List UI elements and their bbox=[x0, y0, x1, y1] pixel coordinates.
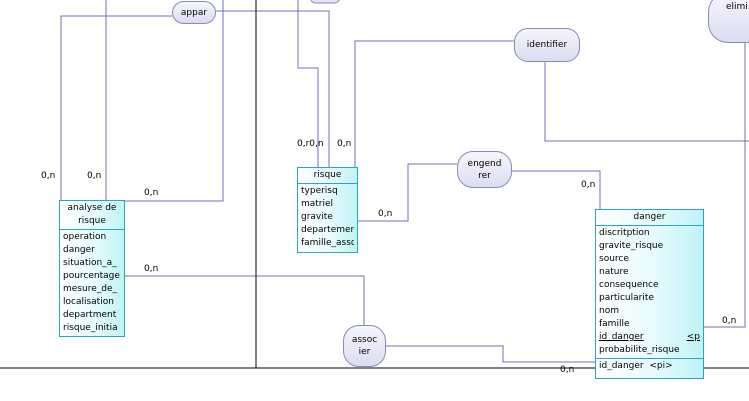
attribute: gravite bbox=[301, 212, 333, 222]
link-associer-analyse bbox=[124, 275, 365, 325]
association-engendrer-label: engend rer bbox=[467, 158, 502, 181]
attribute: typerisq bbox=[301, 186, 338, 196]
link-danger-right bbox=[703, 0, 746, 328]
link-engendrer-risque bbox=[357, 163, 457, 222]
association-associer-label: assoc ier bbox=[351, 335, 378, 357]
link-associer-danger bbox=[384, 345, 596, 363]
attribute: operation bbox=[63, 232, 107, 242]
association-elim[interactable]: elimi bbox=[708, 0, 749, 43]
entity-risque-attributes: typerisq matriel gravite departemer fami… bbox=[298, 184, 357, 251]
cardinality-label: 0,n bbox=[722, 316, 737, 326]
cardinality-label: 0,n bbox=[144, 264, 159, 274]
attribute: probabilite_risque bbox=[599, 345, 680, 355]
attribute: localisation bbox=[63, 297, 114, 307]
attribute: famille bbox=[599, 319, 630, 329]
attribute: departemer bbox=[301, 225, 354, 235]
entity-danger-title: danger bbox=[596, 210, 703, 226]
attribute: situation_a_ bbox=[63, 258, 117, 268]
entity-risque-title: risque bbox=[298, 168, 357, 184]
cardinality-label: 0,n bbox=[560, 365, 575, 375]
cardinality-label: 0,n bbox=[581, 180, 596, 190]
primary-key-name: id_danger bbox=[599, 332, 644, 342]
association-identifier[interactable]: identifier bbox=[514, 28, 580, 62]
attribute: mesure_de_ bbox=[63, 284, 117, 294]
attribute: pourcentage bbox=[63, 271, 120, 281]
attribute: source bbox=[599, 254, 629, 264]
cardinality-label: 0,n bbox=[378, 209, 393, 219]
attribute: gravite_risque bbox=[599, 241, 664, 251]
identifier-separator bbox=[596, 358, 703, 359]
primary-key-tag: <p bbox=[686, 332, 700, 342]
attribute: nom bbox=[599, 306, 619, 316]
primary-key-attribute: id_danger <p bbox=[599, 331, 700, 344]
association-appar-label: appar bbox=[180, 7, 208, 18]
cardinality-label: 0,n bbox=[87, 171, 102, 181]
entity-danger-identifiers: id_danger <pi> bbox=[596, 359, 703, 374]
link-identifier-right bbox=[544, 60, 749, 142]
cardinality-label: 0,r0,n bbox=[297, 139, 324, 149]
link-appar-analyse-right bbox=[124, 0, 224, 202]
entity-analyse-attributes: operation danger situation_a_ pourcentag… bbox=[60, 230, 124, 336]
partial-top-association bbox=[310, 0, 340, 4]
attribute: consequence bbox=[599, 280, 659, 290]
link-identifier-risque bbox=[354, 40, 515, 167]
link-appar-risque bbox=[215, 10, 330, 167]
association-associer[interactable]: assoc ier bbox=[343, 325, 386, 367]
attribute: risque_initia bbox=[63, 323, 118, 333]
entity-analyse-title: analyse de risque bbox=[60, 201, 124, 230]
association-identifier-label: identifier bbox=[526, 40, 568, 50]
link-appar-analyse-left bbox=[60, 15, 172, 200]
cardinality-label: 0,n bbox=[337, 139, 352, 149]
attribute: famille_asso bbox=[301, 238, 354, 248]
link-engendrer-danger bbox=[512, 170, 601, 210]
entity-danger-attributes: discritption gravite_risque source natur… bbox=[596, 226, 703, 358]
attribute: department bbox=[63, 310, 117, 320]
cardinality-label: 0,n bbox=[144, 188, 159, 198]
association-appar[interactable]: appar bbox=[172, 1, 216, 24]
attribute: nature bbox=[599, 267, 629, 277]
entity-danger[interactable]: danger discritption gravite_risque sourc… bbox=[595, 209, 704, 379]
entity-risque[interactable]: risque typerisq matriel gravite departem… bbox=[297, 167, 358, 253]
attribute: particularite bbox=[599, 293, 654, 303]
link-top-risque bbox=[297, 0, 319, 167]
attribute: danger bbox=[63, 245, 95, 255]
association-elim-label: elimi bbox=[726, 2, 748, 12]
identifier-row: id_danger <pi> bbox=[599, 361, 673, 371]
cardinality-label: 0,n bbox=[41, 171, 56, 181]
attribute: matriel bbox=[301, 199, 334, 209]
attribute: discritption bbox=[599, 228, 650, 238]
entity-analyse-de-risque[interactable]: analyse de risque operation danger situa… bbox=[59, 200, 125, 337]
association-engendrer[interactable]: engend rer bbox=[457, 151, 512, 188]
